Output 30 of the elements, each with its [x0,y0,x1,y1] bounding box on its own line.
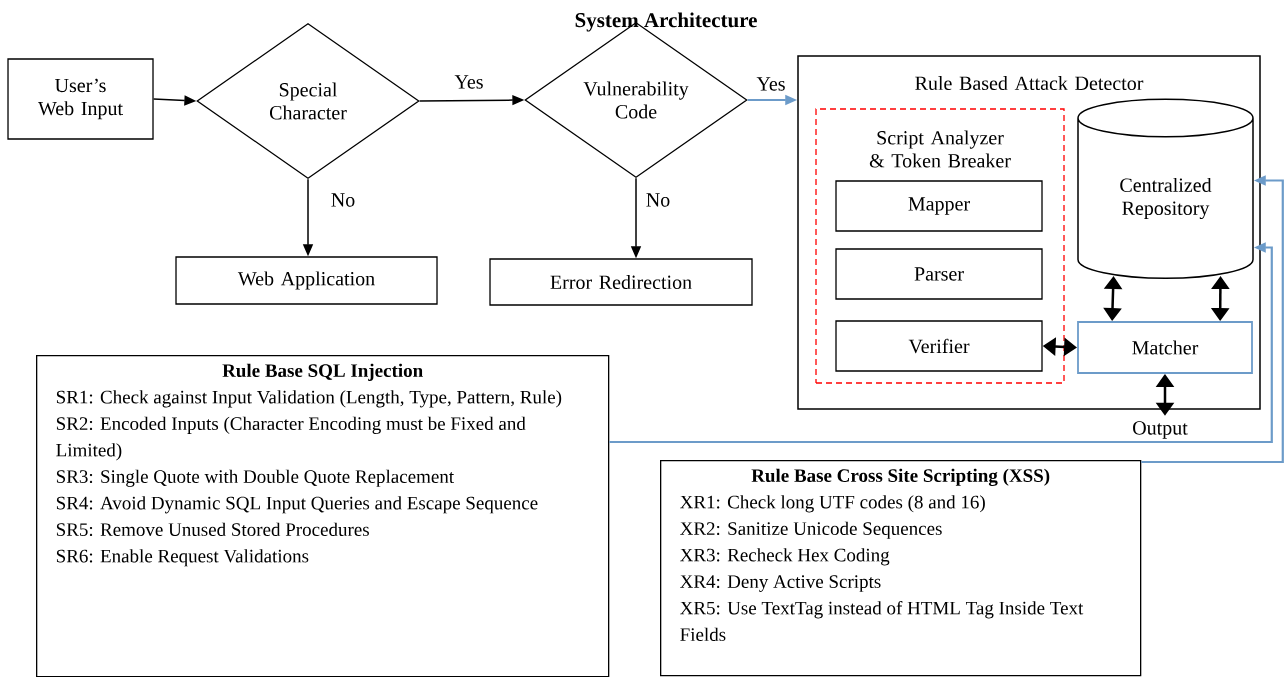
rule-text: XR3: Recheck Hex Coding [680,548,890,566]
process-box: Mapper [835,180,1043,232]
process-box: Web Application [175,256,438,305]
edge-label: Yes [453,74,485,90]
rule-text: SR4: Avoid Dynamic SQL Input Queries and Escape Sequence [56,496,538,514]
process-box: Error Redirection [489,258,753,306]
rule-text: XR2: Sanitize Unicode Sequences [680,521,942,539]
output-label: Output [1133,421,1188,439]
rule-text: SR3: Single Quote with Double Quote Replacement [56,469,454,487]
process-box: Verifier [835,320,1043,372]
rule-text: XR1: Check long UTF codes (8 and 16) [680,495,985,513]
edge-label: No [644,192,672,208]
process-box: Parser [835,248,1043,300]
rule-text: SR1: Check against Input Validation (Length, Type, Pattern, Rule) [56,390,562,408]
box-title: Rule Based Attack Detector [915,75,1144,91]
box-heading: Rule Base SQL Injection [222,363,423,381]
box-heading: Rule Base Cross Site Scripting (XSS) [751,468,1050,486]
rule-text: SR6: Enable Request Validations [56,549,309,567]
rule-text: XR4: Deny Active Scripts [680,575,881,592]
rule-text: XR5: Use TextTag instead of HTML Tag Inside Text Fields [680,600,1084,641]
arrow [1141,175,1284,464]
arrow [609,242,1273,444]
rule-text: SR2: Encoded Inputs (Character Encoding must be Fixed and Limited) [56,416,526,461]
database-cylinder: Centralized Repository [1077,98,1254,279]
edge-label: Yes [755,76,787,92]
process-box: User’s Web Input [7,58,154,140]
process-box: Matcher [1077,321,1253,374]
edge-label: No [329,192,357,208]
box-title: Script Analyzer & Token Breaker [869,130,1011,168]
rule-text: SR5: Remove Unused Stored Procedures [56,522,369,537]
